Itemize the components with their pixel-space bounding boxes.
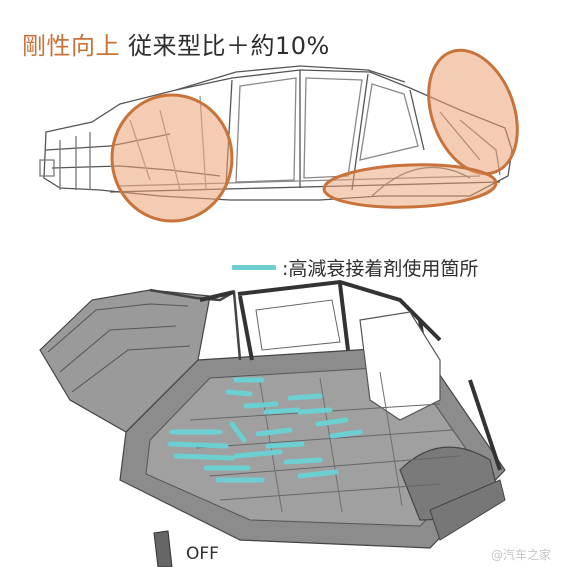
title-rest: 従来型比＋約10% xyxy=(128,32,330,60)
adhesive-lines xyxy=(167,377,363,483)
highlight-rear-pillar xyxy=(427,48,519,176)
watermark: @汽车之家 xyxy=(490,548,551,562)
highlight-rear-floor xyxy=(322,163,498,209)
isometric-body xyxy=(39,279,506,549)
highlight-front-pillar xyxy=(110,93,234,223)
stiffness-highlight-areas xyxy=(110,48,519,223)
legend: :高減衰接着剤使用箇所 xyxy=(232,254,478,281)
title-highlight: 剛性向上 xyxy=(22,32,120,60)
switch-icon xyxy=(153,530,173,567)
legend-label: :高減衰接着剤使用箇所 xyxy=(282,258,479,280)
legend-swatch xyxy=(232,265,276,270)
page-title: 剛性向上従来型比＋約10% xyxy=(22,26,330,61)
off-label: OFF xyxy=(186,544,219,564)
